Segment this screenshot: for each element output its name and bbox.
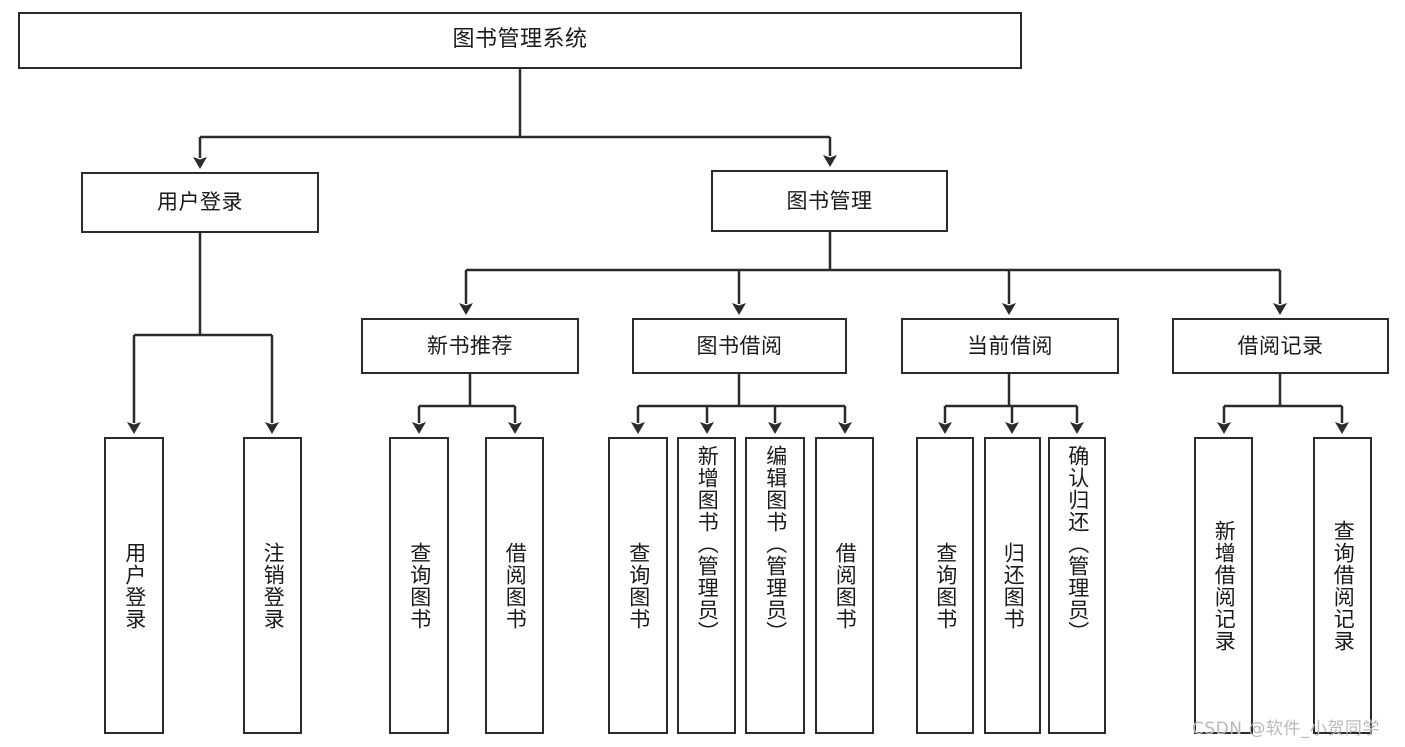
leaf-add-borrow-record[interactable]: 新增借阅记录 <box>1194 437 1253 734</box>
leaf-logout[interactable]: 注销登录 <box>243 437 302 734</box>
leaf-user-login[interactable]: 用户登录 <box>104 437 164 734</box>
node-book-borrow[interactable]: 图书借阅 <box>632 318 847 374</box>
leaf-query-borrow-record-label: 查询借阅记录 <box>1331 519 1356 652</box>
watermark: CSDN @软件_小贺同学 <box>1192 719 1380 739</box>
node-borrow-records[interactable]: 借阅记录 <box>1172 318 1389 374</box>
leaf-user-login-label: 用户登录 <box>122 541 147 630</box>
leaf-borrow-books-label: 借阅图书 <box>833 541 858 630</box>
node-current-borrow[interactable]: 当前借阅 <box>901 318 1119 374</box>
leaf-query-books-recommend-label: 查询图书 <box>407 541 432 630</box>
leaf-query-books-current-label: 查询图书 <box>933 541 958 630</box>
node-user-login-label: 用户登录 <box>157 190 243 215</box>
leaf-query-books-recommend[interactable]: 查询图书 <box>389 437 449 734</box>
leaf-edit-book-admin-label: 编辑图书（管理员） <box>763 445 788 643</box>
leaf-return-books[interactable]: 归还图书 <box>984 437 1041 734</box>
leaf-confirm-return-admin-label: 确认归还（管理员） <box>1065 445 1090 643</box>
leaf-borrow-books-recommend-label: 借阅图书 <box>503 541 528 630</box>
leaf-query-books-current[interactable]: 查询图书 <box>916 437 974 734</box>
node-current-borrow-label: 当前借阅 <box>967 333 1053 358</box>
leaf-logout-label: 注销登录 <box>261 541 286 630</box>
leaf-borrow-books[interactable]: 借阅图书 <box>815 437 874 734</box>
node-root-label: 图书管理系统 <box>452 27 588 53</box>
leaf-borrow-books-recommend[interactable]: 借阅图书 <box>485 437 544 734</box>
leaf-add-book-admin-label: 新增图书（管理员） <box>695 445 720 643</box>
node-book-management[interactable]: 图书管理 <box>711 170 948 232</box>
leaf-return-books-label: 归还图书 <box>1001 541 1026 630</box>
node-book-management-label: 图书管理 <box>786 188 873 213</box>
leaf-query-borrow-record[interactable]: 查询借阅记录 <box>1313 437 1372 734</box>
node-book-borrow-label: 图书借阅 <box>696 333 783 358</box>
leaf-confirm-return-admin[interactable]: 确认归还（管理员） <box>1048 437 1106 734</box>
leaf-add-book-admin[interactable]: 新增图书（管理员） <box>677 437 736 734</box>
leaf-add-borrow-record-label: 新增借阅记录 <box>1212 519 1237 652</box>
node-new-book-recommend-label: 新书推荐 <box>427 333 513 358</box>
leaf-edit-book-admin[interactable]: 编辑图书（管理员） <box>745 437 805 734</box>
leaf-query-books-borrow-label: 查询图书 <box>626 541 651 630</box>
node-user-login[interactable]: 用户登录 <box>81 172 319 233</box>
node-borrow-records-label: 借阅记录 <box>1237 333 1324 358</box>
node-root[interactable]: 图书管理系统 <box>18 12 1022 69</box>
node-new-book-recommend[interactable]: 新书推荐 <box>361 318 579 374</box>
leaf-query-books-borrow[interactable]: 查询图书 <box>608 437 668 734</box>
